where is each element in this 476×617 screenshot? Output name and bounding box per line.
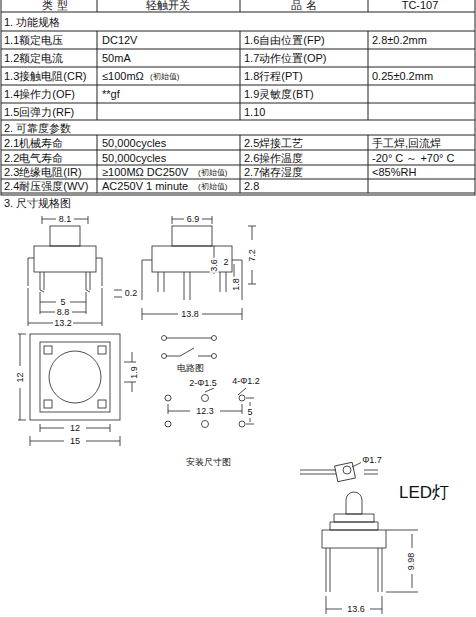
circuit-symbol <box>162 336 217 359</box>
dimension-label: 8.1 <box>58 215 73 224</box>
table-cell: 2.7储存湿度 <box>244 167 303 178</box>
table-cell: (初始值) <box>150 73 179 81</box>
dimension-label: 12 <box>15 371 24 383</box>
table-cell: 0.25±0.2mm <box>372 71 433 82</box>
dimension-label: 15 <box>69 437 81 446</box>
table-cell: AC250V 1 minute <box>102 181 188 192</box>
install-view <box>165 388 254 428</box>
dimension-label: 13.2 <box>53 319 73 328</box>
table-cell: 2.1机械寿命 <box>4 138 63 149</box>
dimension-label: 4-Φ1.2 <box>231 377 261 386</box>
table-cell: 1.7动作位置(OP) <box>244 53 327 64</box>
table-cell: 50,000cycles <box>102 153 166 164</box>
dimension-label: 8.8 <box>56 308 71 317</box>
dimension-label: LED灯 <box>398 484 450 501</box>
table-cell: 1.3接触电阻(CR) <box>4 71 87 82</box>
table-cell: 2.2电气寿命 <box>4 153 63 164</box>
table-cell: 2.3绝缘电阻(IR) <box>4 167 82 178</box>
table-cell: 50,000cycles <box>102 138 166 149</box>
table-cell: 轻触开关 <box>146 0 190 11</box>
table-cell: 2.8±0.2mm <box>372 35 427 46</box>
dimension-label: Φ1.7 <box>361 456 383 465</box>
table-cell: 手工焊,回流焊 <box>372 138 441 149</box>
table-cell: 2. 可靠度参数 <box>4 123 71 134</box>
table-cell: 1.5回弹力(RF) <box>4 107 74 118</box>
dimension-label: 2-Φ1.5 <box>188 379 218 388</box>
dimension-label: 12 <box>69 424 81 433</box>
dimension-label: 6.9 <box>186 215 201 224</box>
dimension-label: 1.9 <box>129 365 138 380</box>
table-cell: 3. 尺寸规格图 <box>4 198 71 209</box>
table-cell: <85%RH <box>372 167 416 178</box>
table-cell: 2.4耐压强度(WV) <box>4 181 88 192</box>
side-view <box>28 216 122 326</box>
led-switch-view <box>322 492 418 614</box>
dimension-label: 1.8 <box>231 277 240 292</box>
table-cell: (初始值) <box>198 169 227 177</box>
dimension-label: 12.3 <box>195 407 215 416</box>
table-cell: -20° C ～ +70° C <box>372 153 454 164</box>
table-cell: **gf <box>102 89 120 100</box>
table-cell: 2.8 <box>244 181 259 192</box>
dimension-label: 5 <box>246 408 253 417</box>
table-cell: 1.10 <box>244 107 265 118</box>
side-view-right <box>142 216 256 320</box>
table-cell: 1.8行程(PT) <box>244 71 303 82</box>
dimension-label: 13.6 <box>346 605 366 614</box>
dimension-label: 2 <box>222 258 229 267</box>
table-cell: ≥100MΩ DC250V <box>102 167 188 178</box>
dimension-label: 9.98 <box>408 551 417 571</box>
table-cell: ≤100mΩ <box>102 71 144 82</box>
dimension-label: 13.8 <box>180 310 200 319</box>
table-cell: 2.5焊接工艺 <box>244 138 303 149</box>
dimension-label: 安装尺寸图 <box>185 458 232 467</box>
table-cell: TC-107 <box>402 0 439 11</box>
table-cell: 品 名 <box>291 0 316 11</box>
table-cell: 50mA <box>102 53 131 64</box>
led-part <box>300 462 378 482</box>
dimension-label: 5 <box>59 298 66 307</box>
table-cell: 1. 功能规格 <box>4 17 60 28</box>
dimension-label: 0.2 <box>124 289 139 298</box>
dimension-label: 3.6 <box>209 258 218 273</box>
table-cell: 1.2额定电流 <box>4 53 63 64</box>
spec-table <box>1 0 475 195</box>
table-cell: 1.6自由位置(FP) <box>244 35 325 46</box>
table-cell: 类 型 <box>42 0 67 11</box>
dimension-label: 电路图 <box>176 364 205 373</box>
table-cell: 1.9灵敏度(BT) <box>244 89 314 100</box>
table-cell: (初始值) <box>198 183 227 191</box>
table-cell: 2.6操作温度 <box>244 153 303 164</box>
dimension-label: 7.2 <box>247 248 256 263</box>
table-cell: 1.4操作力(OF) <box>4 89 75 100</box>
top-view <box>18 334 136 446</box>
table-cell: 1.1额定电压 <box>4 35 63 46</box>
table-cell: DC12V <box>102 35 137 46</box>
